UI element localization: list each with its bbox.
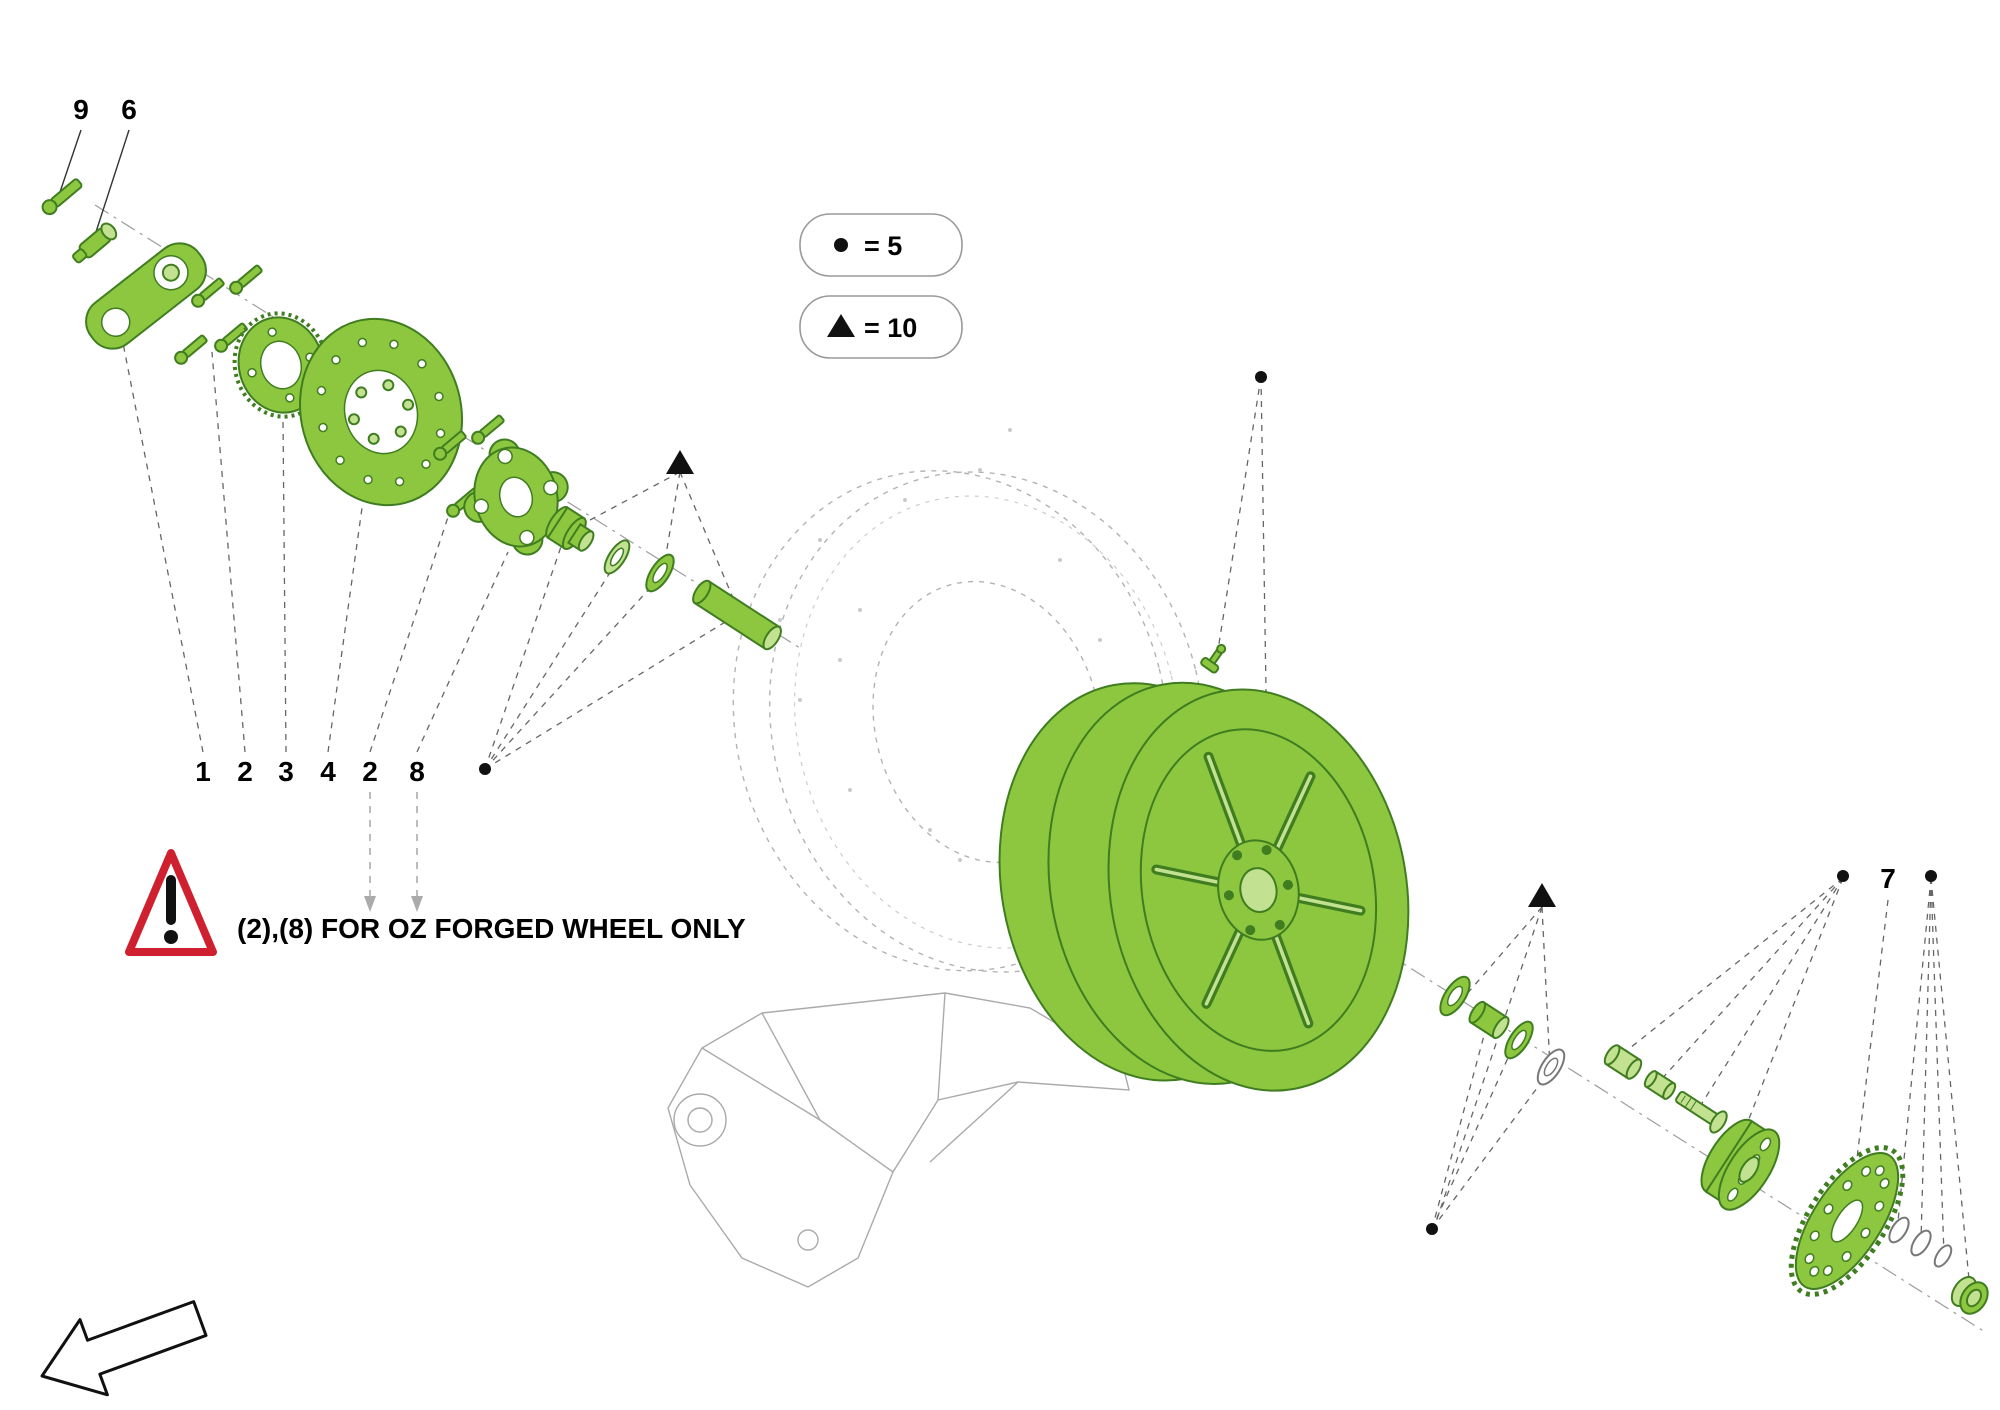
wheel-flange (463, 438, 569, 556)
callout-7: 7 (1880, 863, 1896, 894)
seal-washer (1536, 1048, 1566, 1086)
brake-caliper-bracket (85, 242, 207, 350)
swingarm-ghost (667, 992, 1130, 1288)
rear-wheel-rim (998, 681, 1410, 1092)
callout-3: 3 (278, 756, 294, 787)
callout-1: 1 (195, 756, 211, 787)
callout-8: 8 (409, 756, 425, 787)
spacer-washer (603, 539, 631, 575)
triangle-marker-right (1528, 883, 1556, 907)
legend-box-triangle (799, 295, 963, 359)
callout-9: 9 (73, 94, 89, 125)
legend-box-bullet (799, 213, 963, 277)
axle-spacer-tube (692, 579, 782, 651)
bullet-marker-bottom-right (1426, 1223, 1438, 1235)
legend: = 5 = 10 (799, 213, 963, 359)
warning-text: (2),(8) FOR OZ FORGED WHEEL ONLY (237, 913, 746, 944)
bullet-marker-7-left (1837, 870, 1849, 882)
sprocket-washers (1888, 1216, 1953, 1268)
sprocket-carrier (1700, 1118, 1781, 1211)
wheel-spokes (1151, 751, 1366, 1029)
inner-spacer (1468, 1000, 1510, 1040)
speed-sensor (72, 222, 118, 264)
callout-4: 4 (320, 756, 336, 787)
brake-disc (298, 317, 464, 507)
callout-2b: 2 (362, 756, 378, 787)
callout-2a: 2 (237, 756, 253, 787)
warning-exclamation-dot (164, 930, 178, 944)
legend-triangle-label: = 10 (864, 313, 917, 343)
bullet-marker-top-right (1255, 371, 1267, 383)
leader-lines (59, 129, 1971, 1291)
callout-6: 6 (121, 94, 137, 125)
rear-sprocket (1788, 1145, 1906, 1297)
bullet-marker-icon (834, 238, 848, 252)
axle-nut (1950, 1275, 1989, 1315)
triangle-marker-left (666, 450, 694, 474)
wheel-bearing-right (1439, 975, 1471, 1017)
bearing (1504, 1020, 1534, 1060)
bullet-marker-left (479, 763, 491, 775)
wheel-bearing-left (645, 553, 675, 593)
chain-adjuster-spacers (1603, 1044, 1677, 1100)
axle-bolt (1675, 1090, 1728, 1134)
bullet-marker-7-right (1925, 870, 1937, 882)
wheel-hub (1217, 839, 1300, 941)
legend-bullet-label: = 5 (864, 231, 902, 261)
direction-arrow (40, 1300, 208, 1397)
tire-speckles (778, 428, 1122, 862)
warning-note: (2),(8) FOR OZ FORGED WHEEL ONLY (125, 849, 746, 956)
mounting-screws-left (174, 264, 263, 365)
triangle-marker-icon (827, 314, 855, 337)
cush-hub (545, 505, 595, 552)
tire-valve (1200, 643, 1227, 674)
sensor-screw (41, 178, 83, 216)
quantity-markers (479, 371, 1937, 1235)
